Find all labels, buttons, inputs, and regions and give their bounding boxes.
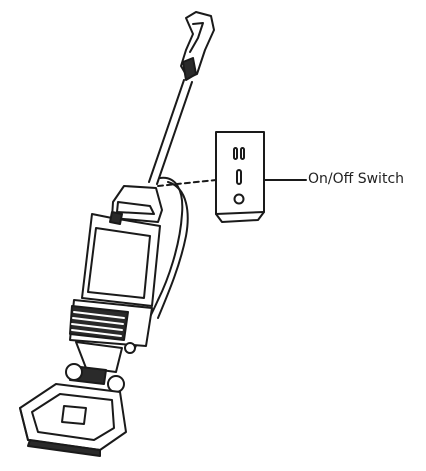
handle-grip [180, 11, 215, 81]
switch-panel [215, 131, 265, 223]
dust-canister [81, 185, 163, 307]
handle-tube [148, 79, 193, 185]
motor-housing [69, 299, 153, 354]
neck-joint [65, 341, 125, 393]
leader-line [157, 179, 217, 187]
on-off-switch-label: On/Off Switch [308, 171, 405, 187]
floor-head [19, 383, 127, 457]
